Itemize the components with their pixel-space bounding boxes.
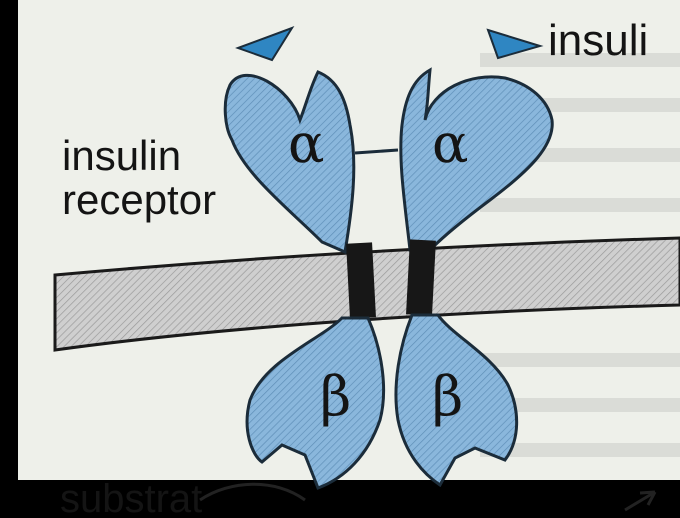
receptor-label-line2: receptor [62, 176, 216, 223]
insulin-label: insuli [548, 16, 648, 65]
receptor-label-line1: insulin [62, 132, 181, 179]
transmembrane-right [406, 239, 436, 315]
substrate-label: substrat [60, 477, 202, 513]
alpha-right-label: α [432, 112, 468, 175]
alpha-left-label: α [288, 112, 324, 175]
transmembrane-left [346, 242, 376, 318]
beta-right-label: β [432, 365, 463, 428]
beta-left-label: β [320, 365, 351, 428]
